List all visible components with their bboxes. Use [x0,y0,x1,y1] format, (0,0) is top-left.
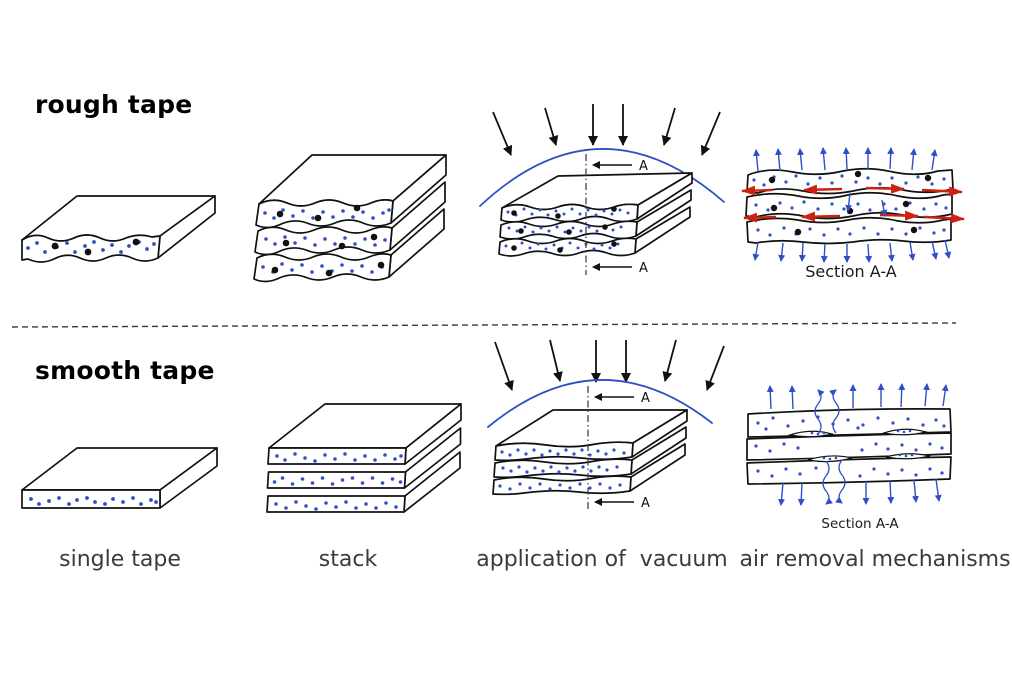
tape-layer-1 [500,172,693,223]
vacuum-pressure-arrows [494,339,725,391]
tape-layer-2 [266,427,462,489]
section-layer-3 [746,456,952,485]
tape-layer-3 [253,208,445,283]
tape-layer-1 [267,403,462,465]
tape-layer-3 [498,206,691,257]
tape-layer-2 [499,189,692,240]
section-marker-arrows [594,393,634,506]
section-aa-label-smooth: Section A-A [821,516,899,532]
entrapped-air-pocket [787,430,835,438]
smooth-vacuum-figure: A A [487,339,725,511]
caption-application-of-vacuum: application of vacuum [476,547,728,572]
rough-vacuum-figure: A A [479,104,725,276]
row-title-smooth: smooth tape [35,356,215,385]
tape-layer-1 [255,154,447,229]
caption-air-removal-mechanisms: air removal mechanisms [739,547,1011,572]
lateral-channel-arrows [741,183,965,224]
layer2-air-dots [754,200,948,212]
air-out-arrows-top [753,147,938,172]
row-title-rough: rough tape [35,90,193,119]
tape-front-face-rough [21,234,161,263]
air-dots-blue [26,240,156,254]
layer3-air-dots [756,466,944,478]
air-dots-blue [29,496,158,506]
diffusion-wavy-arrow-down [835,459,846,504]
section-marker-label-top: A [639,159,648,174]
section-layer-3 [746,216,952,245]
layer3-air-dots [756,226,946,237]
tape-layer-3 [492,443,686,496]
void-dots-black [51,238,140,256]
layer3-void-dots [794,226,918,236]
rough-section-aa-figure: Section A-A [741,147,965,281]
row-divider [11,322,957,328]
layer2-air-dots [754,442,944,453]
tape-layer-1 [494,409,688,462]
layer1-air-dots [756,415,946,431]
diffusion-wavy-arrow-down [822,460,833,505]
divider-dashed-line [11,322,957,328]
diffusion-wavy-arrow-up [814,389,825,435]
tape-layer-2 [254,181,446,256]
caption-stack: stack [318,547,378,572]
rough-single-tape-figure [21,195,216,263]
air-out-arrows-bottom [752,239,952,263]
rough-stack-figure [253,154,447,283]
air-out-arrows-top [766,383,949,410]
layer1-void-dots [768,170,932,184]
pocket-dot-clusters [810,429,914,461]
section-marker-arrows [592,161,632,271]
diffusion-wavy-arrow-up [829,389,840,434]
smooth-section-aa-figure: Section A-A [746,383,952,532]
section-marker-label-bottom: A [641,496,650,511]
vacuum-bag-arc [487,379,713,428]
section-aa-label-rough: Section A-A [805,262,897,281]
smooth-single-tape-figure [21,447,218,509]
tape-layer-3 [266,451,461,513]
tape-front-face-smooth [21,489,161,509]
caption-single-tape: single tape [59,547,181,572]
section-marker-label-top: A [641,391,650,406]
air-out-arrows-bottom [778,478,942,506]
interlayer-air-arrows [845,192,888,217]
smooth-stack-figure [266,403,462,513]
section-marker-label-bottom: A [639,261,648,276]
tape-layer-2 [493,426,687,479]
vacuum-pressure-arrows [492,104,721,156]
